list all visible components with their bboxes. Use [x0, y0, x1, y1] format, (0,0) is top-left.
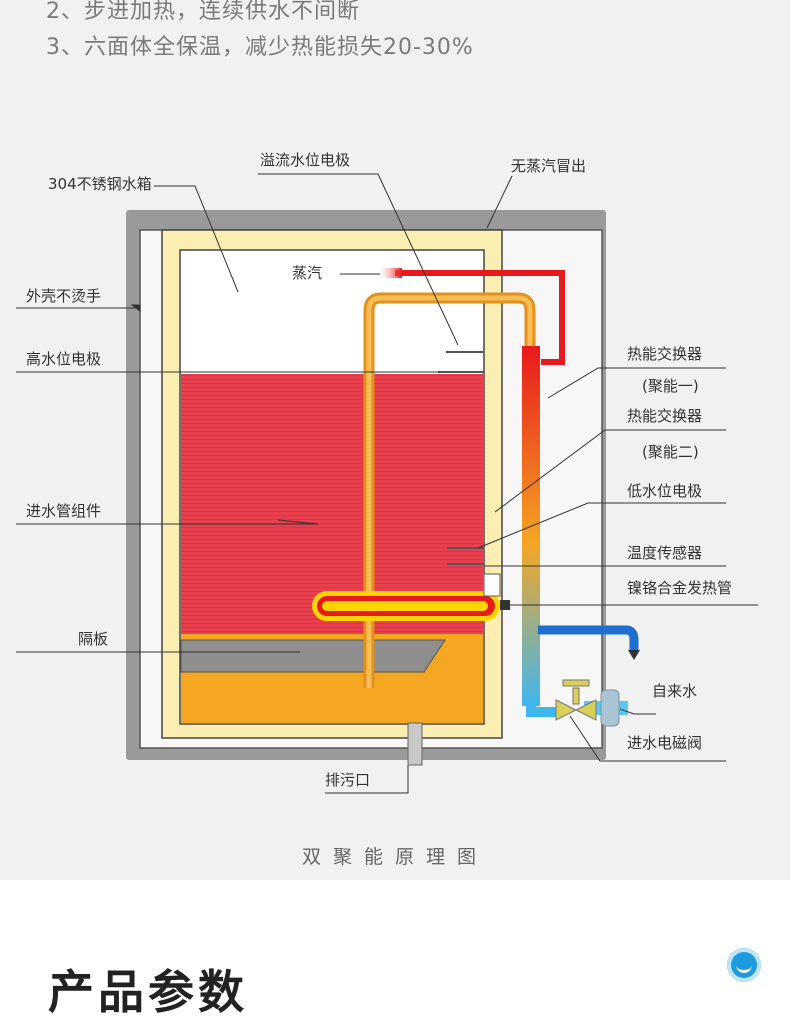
- solenoid-valve: [555, 679, 597, 721]
- steam-pipe: [395, 270, 565, 365]
- electrodes: [438, 351, 484, 565]
- label-overflow-electrode: 溢流水位电极: [258, 150, 353, 170]
- label-temp-sensor: 温度传感器: [625, 543, 705, 563]
- label-tap-water: 自来水: [650, 681, 700, 701]
- label-steam: 蒸汽: [292, 264, 323, 282]
- label-high-electrode: 高水位电极: [24, 349, 104, 369]
- heating-element: [312, 591, 510, 621]
- label-tank: 304不锈钢水箱: [46, 174, 154, 194]
- baffle: [180, 639, 446, 673]
- drain-pipe: [407, 722, 423, 766]
- label-baffle: 隔板: [76, 629, 111, 649]
- label-exchanger-2-note: (聚能二): [640, 442, 701, 462]
- double-energy-diagram: [16, 173, 758, 794]
- diagram-caption: 双聚能原理图: [301, 846, 488, 868]
- section-title: 产品参数: [48, 965, 248, 1019]
- leader-lines: [16, 173, 758, 794]
- tap-water-pipe: [538, 625, 639, 650]
- hot-water: [181, 374, 483, 634]
- intro-text: 2、步进加热，连续供水不间断 3、六面体全保温，减少热能损失20-30%: [46, 0, 474, 66]
- label-inlet-assembly: 进水管组件: [24, 501, 104, 521]
- label-exchanger-2: 热能交换器: [625, 406, 705, 426]
- label-no-steam: 无蒸汽冒出: [509, 156, 589, 176]
- intro-line-3: 3、六面体全保温，减少热能损失20-30%: [46, 35, 474, 60]
- label-heater: 镍铬合金发热管: [625, 578, 735, 598]
- water-drop-logo-icon: [727, 948, 761, 982]
- label-exchanger-1: 热能交换器: [625, 344, 705, 364]
- label-low-electrode: 低水位电极: [625, 481, 705, 501]
- label-drain: 排污口: [323, 770, 373, 790]
- label-solenoid-valve: 进水电磁阀: [625, 733, 705, 753]
- label-shell: 外壳不烫手: [24, 286, 104, 306]
- intro-line-2: 2、步进加热，连续供水不间断: [46, 0, 360, 24]
- label-exchanger-1-note: (聚能一): [640, 376, 701, 396]
